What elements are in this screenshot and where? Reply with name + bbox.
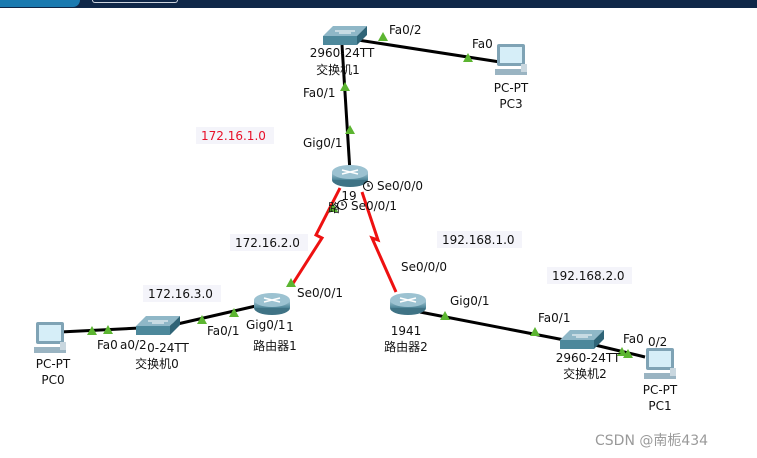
network-label: 172.16.1.0 <box>201 129 266 143</box>
link-pc0-sw0 <box>59 326 141 334</box>
network-label: 172.16.2.0 <box>235 236 300 250</box>
port-label: Se0/0/1 <box>297 286 343 300</box>
link-status-indicators <box>87 32 633 358</box>
device-model: PC-PT <box>494 81 529 95</box>
network-label: 172.16.3.0 <box>148 287 213 301</box>
device-name: PC0 <box>41 373 64 387</box>
switch-icon[interactable] <box>135 315 181 336</box>
port-label: a0/2 <box>120 338 147 352</box>
router-icon[interactable] <box>331 164 369 188</box>
device-name: 交换机0 <box>135 356 179 371</box>
pc-icon[interactable] <box>495 44 527 75</box>
device-model: PC-PT <box>643 383 678 397</box>
link-sw1-pc3 <box>344 36 501 64</box>
router-icon[interactable] <box>389 292 427 316</box>
port-label: Se0/0/0 <box>401 260 447 274</box>
links <box>59 36 646 359</box>
device-model: 0-24TT <box>147 341 189 355</box>
device-name: 路 <box>328 200 340 215</box>
device-model: 2960-24TT <box>310 46 375 60</box>
watermark: CSDN @南栀434 <box>595 433 708 449</box>
pc-icon[interactable] <box>644 348 676 379</box>
port-label: Gig0/1 <box>246 318 286 332</box>
port-label: Gig0/1 <box>450 294 490 308</box>
inactive-tab[interactable] <box>92 0 178 3</box>
port-label: Fa0 <box>472 37 493 51</box>
device-model: 19 <box>341 189 356 203</box>
pc-icon[interactable] <box>34 322 66 353</box>
device-name: PC3 <box>499 97 522 111</box>
port-label: Se0/0/0 <box>377 179 423 193</box>
port-label: Fa0/2 <box>389 23 421 37</box>
active-tab[interactable] <box>0 0 80 7</box>
app-top-bar <box>0 0 757 8</box>
device-name: PC1 <box>648 399 671 413</box>
device-name: 路由器2 <box>384 339 428 354</box>
port-label: 0/2 <box>648 335 667 349</box>
link-sw1-r0 <box>340 44 352 173</box>
port-label: Fa0 <box>97 338 118 352</box>
network-label: 192.168.1.0 <box>442 233 515 247</box>
device-name: 路由器1 <box>253 338 297 353</box>
port-label: Gig0/1 <box>303 136 343 150</box>
serial-r0-r2 <box>360 191 398 293</box>
network-label: 192.168.2.0 <box>552 269 625 283</box>
port-label: Fa0/1 <box>538 311 570 325</box>
switch-icon[interactable] <box>322 25 368 46</box>
device-name: 交换机1 <box>316 62 360 77</box>
device-model: PC-PT <box>36 357 71 371</box>
clock-icon <box>363 181 373 191</box>
device-model: 1 <box>286 320 294 334</box>
port-label: Fa0/1 <box>207 324 239 338</box>
port-label: Se0/0/1 <box>351 199 397 213</box>
router-icon[interactable] <box>253 292 291 316</box>
port-label: Fa0 <box>623 332 644 346</box>
serial-r0-r1 <box>290 187 342 286</box>
device-model: 1941 <box>391 324 422 338</box>
clock-icon <box>337 200 347 210</box>
device-model: 2960-24TT <box>556 351 621 365</box>
port-label: Fa0/1 <box>303 86 335 100</box>
device-name: 交换机2 <box>563 366 607 381</box>
